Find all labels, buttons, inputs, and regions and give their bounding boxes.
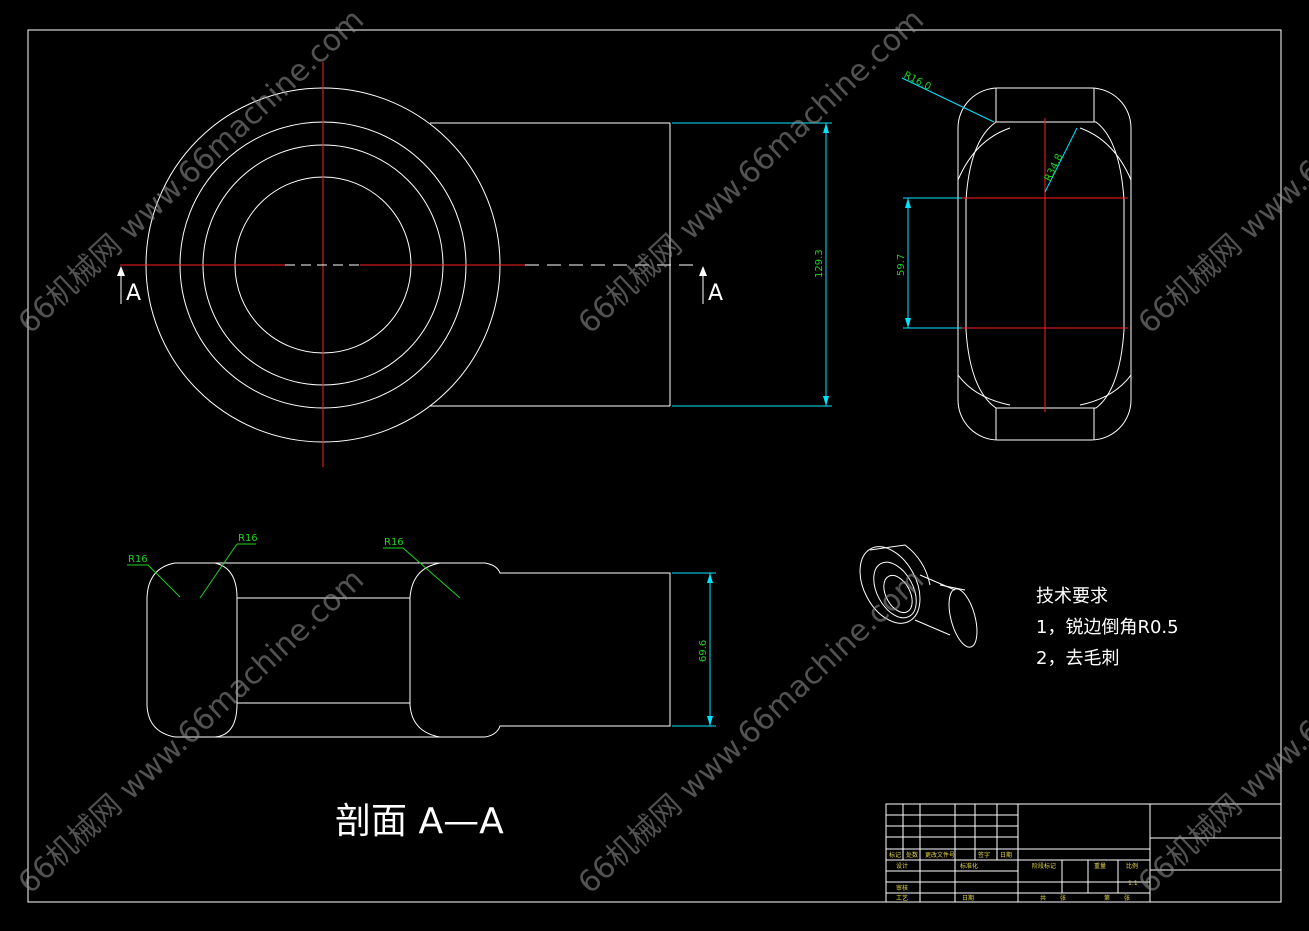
section-marker-right: A [708, 281, 723, 306]
watermark-6: 66机械网 www.66machine.com [1132, 562, 1309, 901]
dim-section-radius-2: R16 [238, 533, 258, 544]
tb-review: 审核 [896, 884, 908, 892]
isometric-view [859, 544, 978, 648]
watermark-2: 66机械网 www.66machine.com [572, 2, 931, 341]
watermark-3: 66机械网 www.66machine.com [1132, 2, 1309, 341]
tb-sign-4: 日期 [1000, 851, 1012, 859]
tb-standard: 标准化 [960, 862, 978, 870]
watermark-1: 66机械网 www.66machine.com [12, 2, 371, 341]
tb-scale: 比例 [1126, 862, 1138, 870]
tech-title: 技术要求 [1036, 586, 1108, 607]
tb-weight: 重量 [1094, 862, 1106, 870]
tb-sheet-2: 张 [1124, 894, 1130, 902]
tb-sign-0: 标记 [889, 851, 901, 859]
dim-side-radius-inner: R34.8 [1043, 152, 1066, 183]
tb-process: 工艺 [896, 894, 908, 902]
tb-stage: 阶段标记 [1032, 862, 1056, 870]
front-view: 129.3 A A [117, 62, 832, 467]
dim-side-width: 59.7 [896, 254, 907, 276]
dim-height-front: 129.3 [814, 249, 825, 278]
tb-total: 共 [1040, 894, 1046, 902]
title-block: 标记 处数 更改文件号 签字 日期 设计 标准化 审核 工艺 日期 阶段标记 重… [885, 803, 1282, 903]
tb-scale-val: 1:1 [1128, 880, 1138, 887]
tb-sign-2: 更改文件号 [925, 851, 955, 859]
dim-section-radius-3: R16 [384, 537, 404, 548]
dim-section-radius-1: R16 [128, 554, 148, 565]
tb-of: 第 [1104, 894, 1110, 902]
watermark-4: 66机械网 www.66machine.com [12, 562, 371, 901]
tb-design: 设计 [896, 862, 908, 870]
side-view: 59.7 R16.0 R34.8 [896, 70, 1132, 441]
tech-item-1: 1，锐边倒角R0.5 [1036, 617, 1179, 638]
drawing-border [27, 29, 1282, 903]
tech-item-2: 2，去毛刺 [1036, 648, 1119, 669]
tech-requirements: 技术要求 1，锐边倒角R0.5 2，去毛刺 [1036, 586, 1179, 669]
dim-side-radius-top: R16.0 [902, 70, 933, 93]
section-marker-left: A [126, 281, 141, 306]
watermarks: 66机械网 www.66machine.com 66机械网 www.66mach… [12, 2, 1309, 901]
tb-sign-3: 签字 [978, 851, 990, 859]
tb-sign-1: 处数 [906, 851, 918, 859]
dim-section-height: 69.6 [698, 640, 709, 662]
section-title: 剖面 A—A [335, 801, 504, 842]
tb-sheet: 张 [1060, 894, 1066, 902]
section-view: 69.6 R16 R16 R16 剖面 A—A [127, 533, 716, 842]
watermark-5: 66机械网 www.66machine.com [572, 562, 931, 901]
tb-date: 日期 [962, 894, 974, 902]
